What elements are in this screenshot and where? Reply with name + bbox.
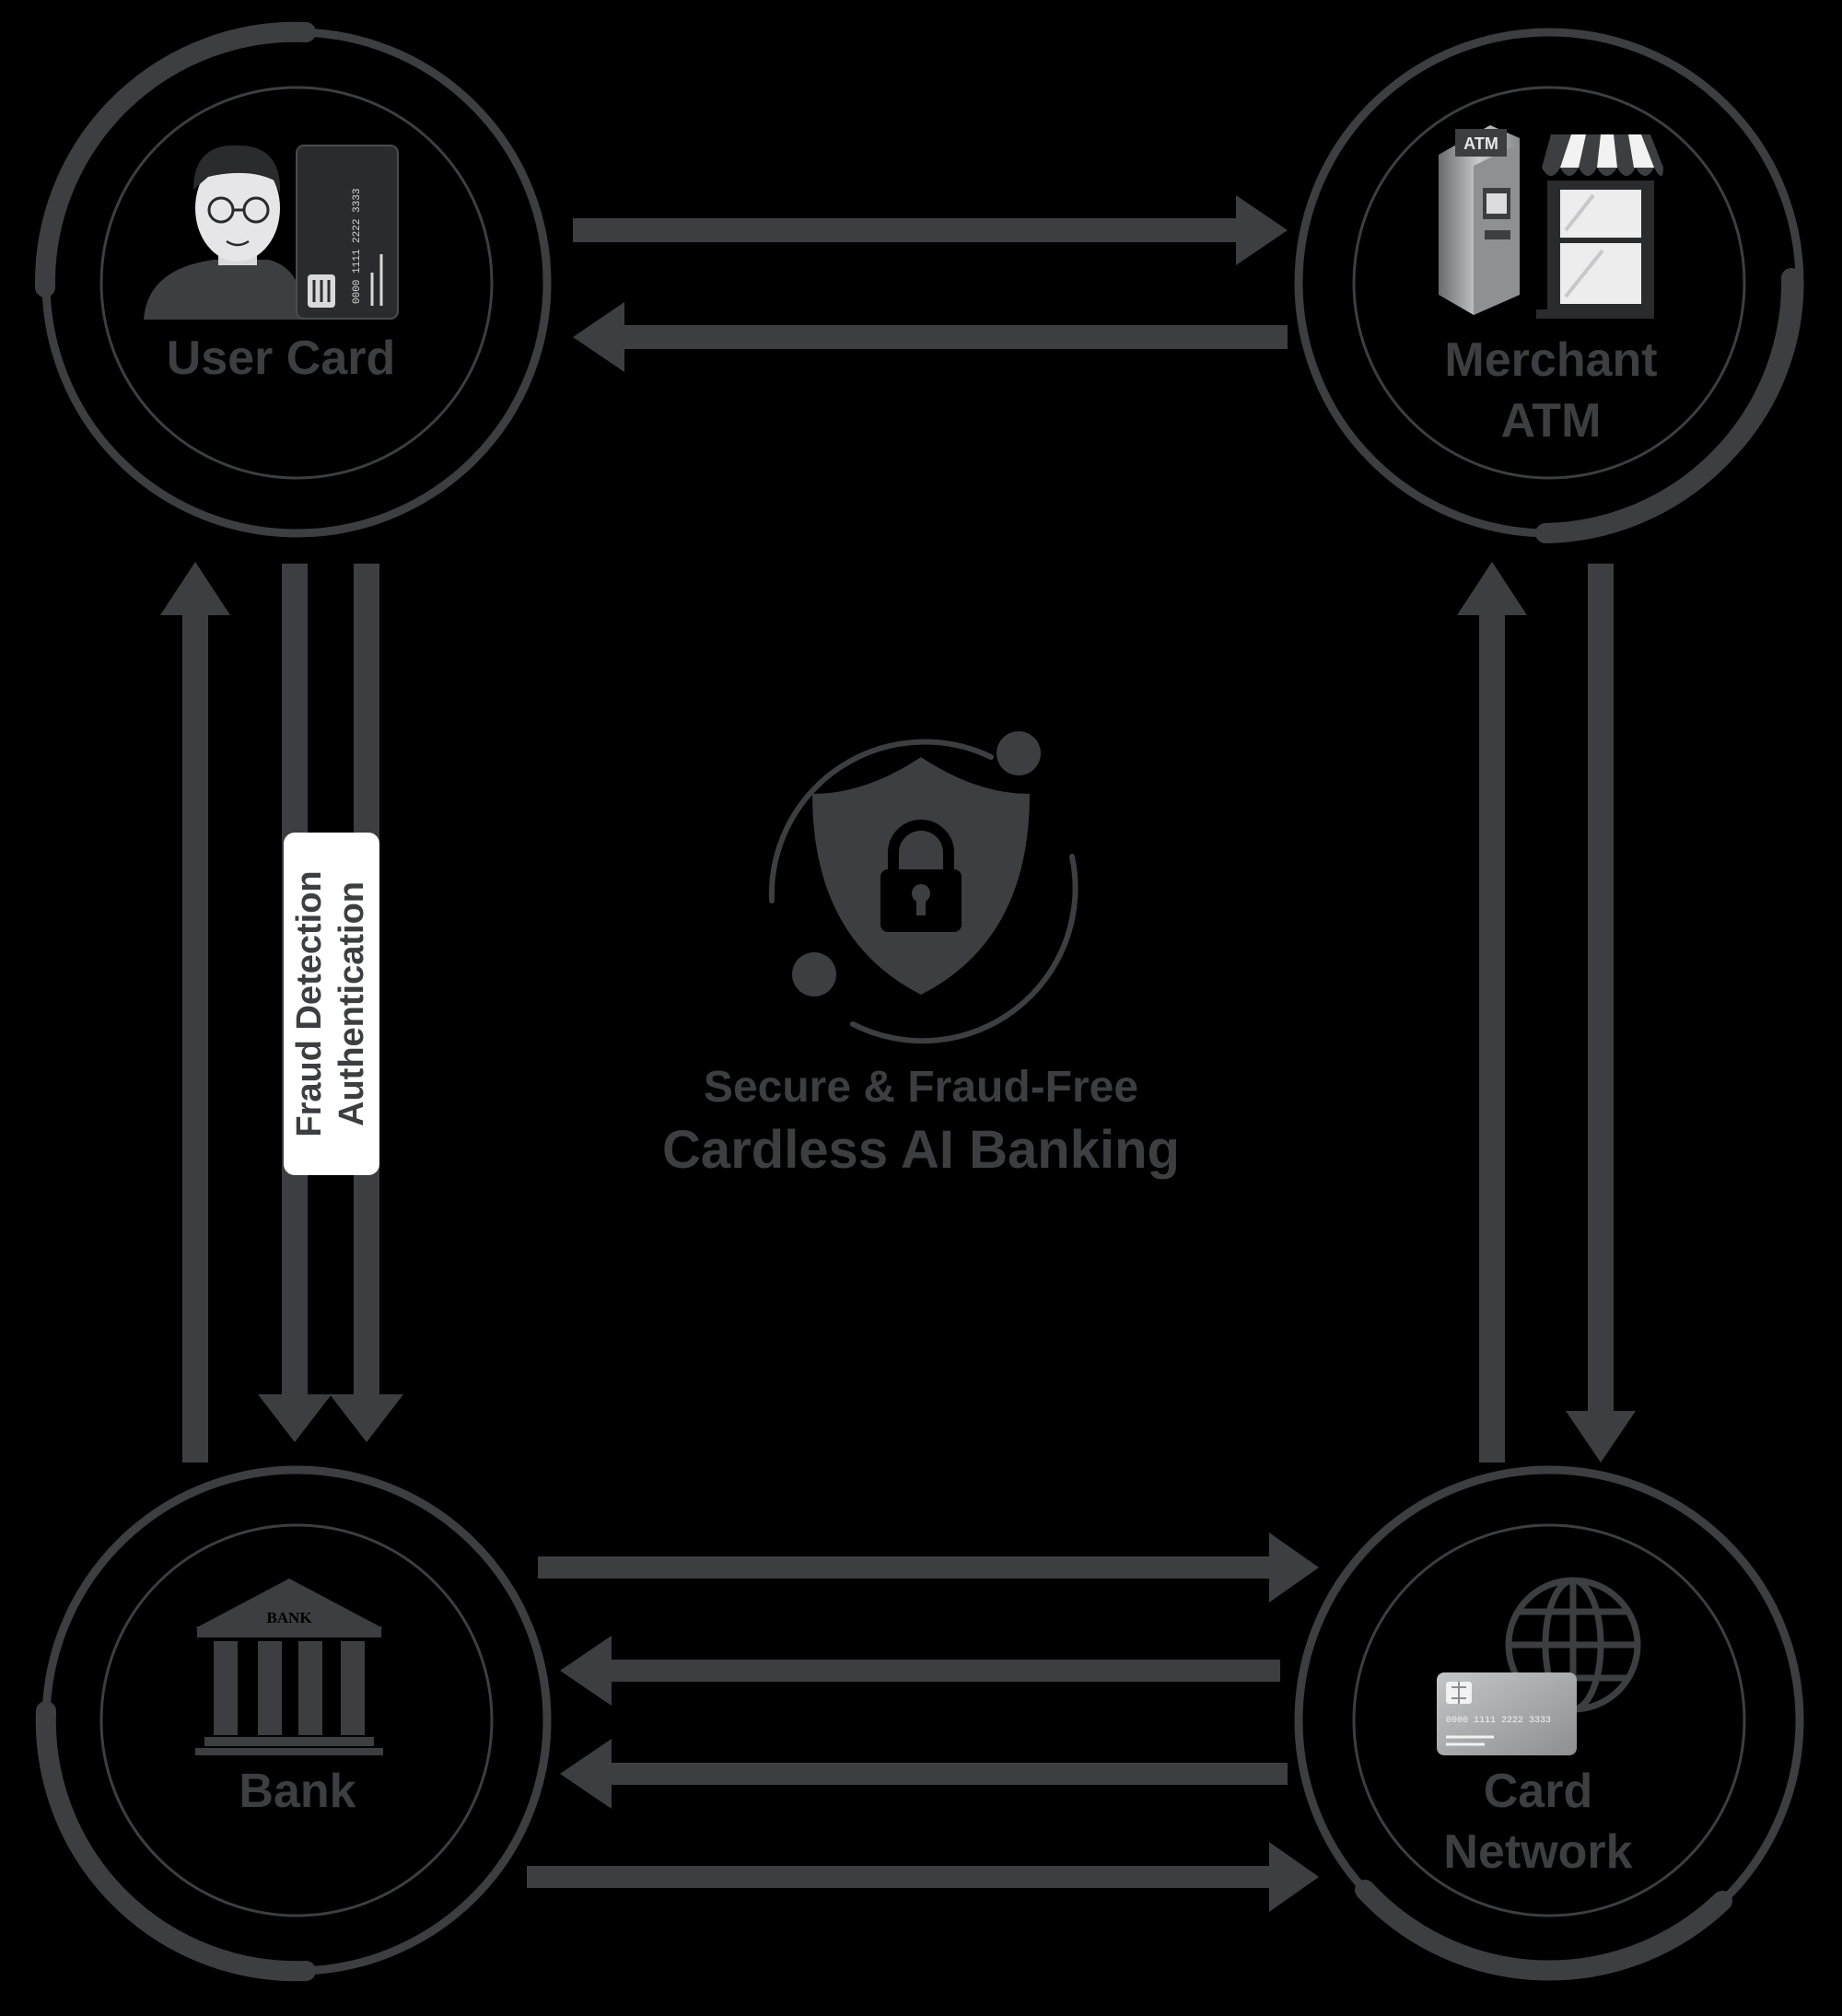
merchant-atm-label-line2: ATM [1501,394,1602,448]
card-network-ring-accent [1355,1880,1732,1981]
network-card-number: 0000 1111 2222 3333 [1446,1716,1551,1726]
bank-sign-text: BANK [266,1609,312,1626]
orbit-dot-bottom-icon [792,952,836,996]
node-card-network: 0000 1111 2222 3333 Card Network [1294,1465,1804,1981]
card-network-inner-ring [1352,1523,1746,1917]
arrow-bank-to-network-1 [538,1532,1319,1602]
bank-label: Bank [239,1765,356,1818]
badge-line2: Authentication [332,881,371,1126]
arrow-bank-to-user [160,562,230,1462]
arrow-network-to-bank-2 [560,1739,1288,1809]
bank-ring-accent [35,1701,316,1982]
badge-background [284,833,379,1175]
silver-credit-card-icon: 0000 1111 2222 3333 [1437,1672,1577,1755]
user-card-inner-ring [99,86,494,480]
orbit-ring-icon [768,739,1078,1044]
orbit-dot-top-icon [997,731,1041,775]
center-security-emblem: Secure & Fraud-Free Cardless AI Banking [662,731,1180,1180]
arrow-merchant-to-network [1566,564,1636,1462]
badge-line1: Fraud Detection [290,870,329,1136]
merchant-atm-inner-ring [1352,86,1746,480]
arrow-merchant-to-user [573,302,1288,372]
center-title-line1: Secure & Fraud-Free [704,1063,1138,1112]
padlock-icon [880,820,962,932]
merchant-atm-label-line1: Merchant [1444,333,1657,387]
user-card-ring-accent [34,21,316,297]
center-title-line2: Cardless AI Banking [662,1120,1180,1180]
user-card-label: User Card [167,332,396,385]
card-network-label-line2: Network [1443,1825,1632,1879]
card-network-label-line1: Card [1484,1765,1592,1818]
bank-building-icon: BANK [195,1579,383,1755]
arrow-network-to-merchant [1457,562,1527,1462]
user-card-number: 0000 1111 2222 3333 [352,189,363,304]
storefront-icon [1536,134,1663,319]
bank-inner-ring [99,1523,494,1917]
black-credit-card-icon: 0000 1111 2222 3333 [296,145,399,320]
arrow-user-to-merchant [573,195,1288,265]
arrows [160,195,1636,1912]
node-bank: BANK Bank [35,1465,552,1982]
atm-machine-icon: ATM [1439,125,1520,315]
arrow-network-to-bank-1 [560,1636,1280,1706]
atm-sign-text: ATM [1463,134,1498,153]
fraud-detection-badge: Fraud Detection Authentication [284,833,379,1175]
merchant-atm-ring-accent [1535,268,1802,543]
user-avatar-icon [144,145,304,320]
arrow-bank-to-network-2 [527,1842,1319,1912]
node-user-card: 0000 1111 2222 3333 User Card [34,21,552,538]
node-merchant-atm: ATM Merchant ATM [1294,28,1804,543]
